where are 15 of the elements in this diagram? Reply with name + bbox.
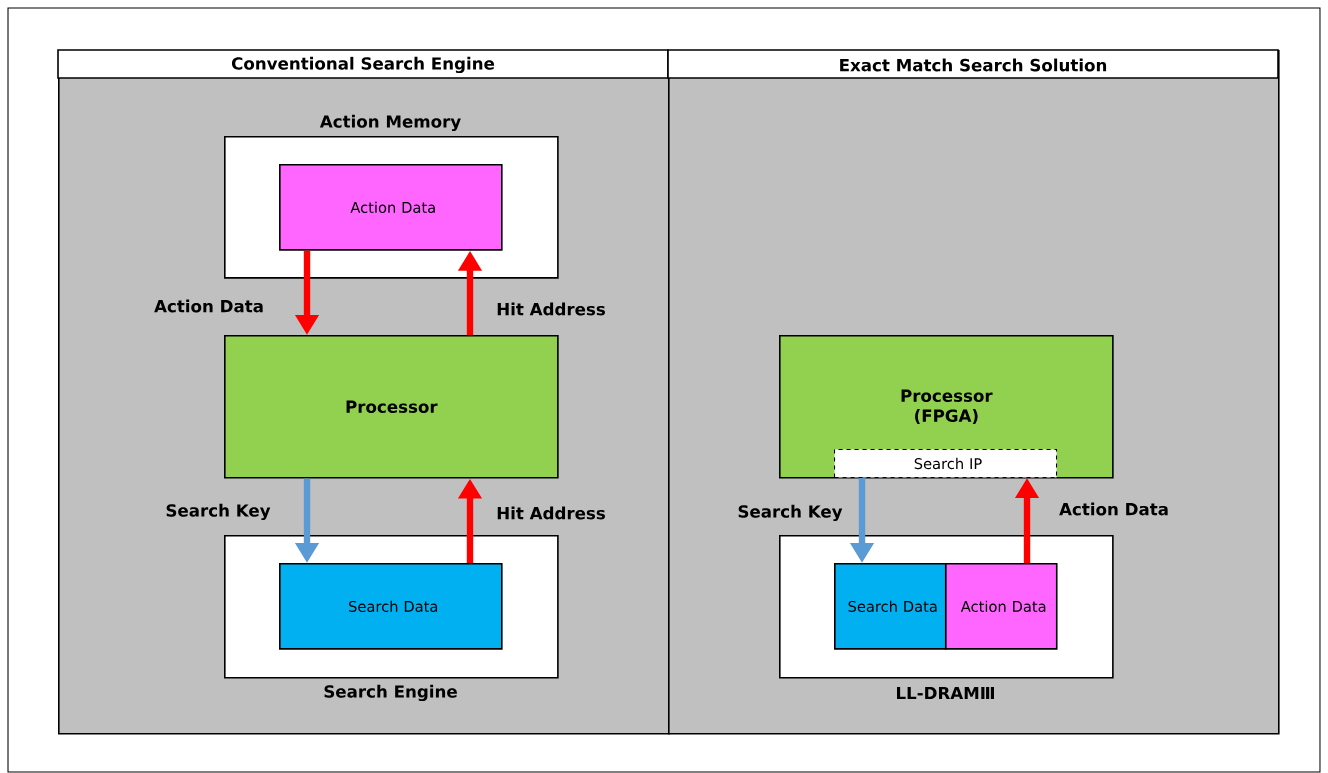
data-box: Action Data: [945, 563, 1058, 650]
edge-label: Hit Address: [497, 506, 605, 520]
ip-block: Search IP: [834, 449, 1058, 479]
edge-label: Action Data: [1059, 502, 1168, 516]
edge-label: Search Key: [166, 503, 271, 521]
node-label: Search Engine: [324, 684, 457, 702]
edge-label: Hit Address: [497, 302, 605, 316]
node-label: LL-DRAMⅢ: [897, 686, 994, 700]
edge-label: Search Key: [738, 504, 843, 522]
node-label: Action Memory: [319, 114, 461, 132]
data-box: Action Data: [279, 164, 503, 251]
processor-box: Processor: [224, 335, 559, 479]
data-box: Search Data: [834, 563, 947, 650]
data-box: Search Data: [279, 563, 503, 650]
edge-label: Action Data: [154, 299, 263, 313]
